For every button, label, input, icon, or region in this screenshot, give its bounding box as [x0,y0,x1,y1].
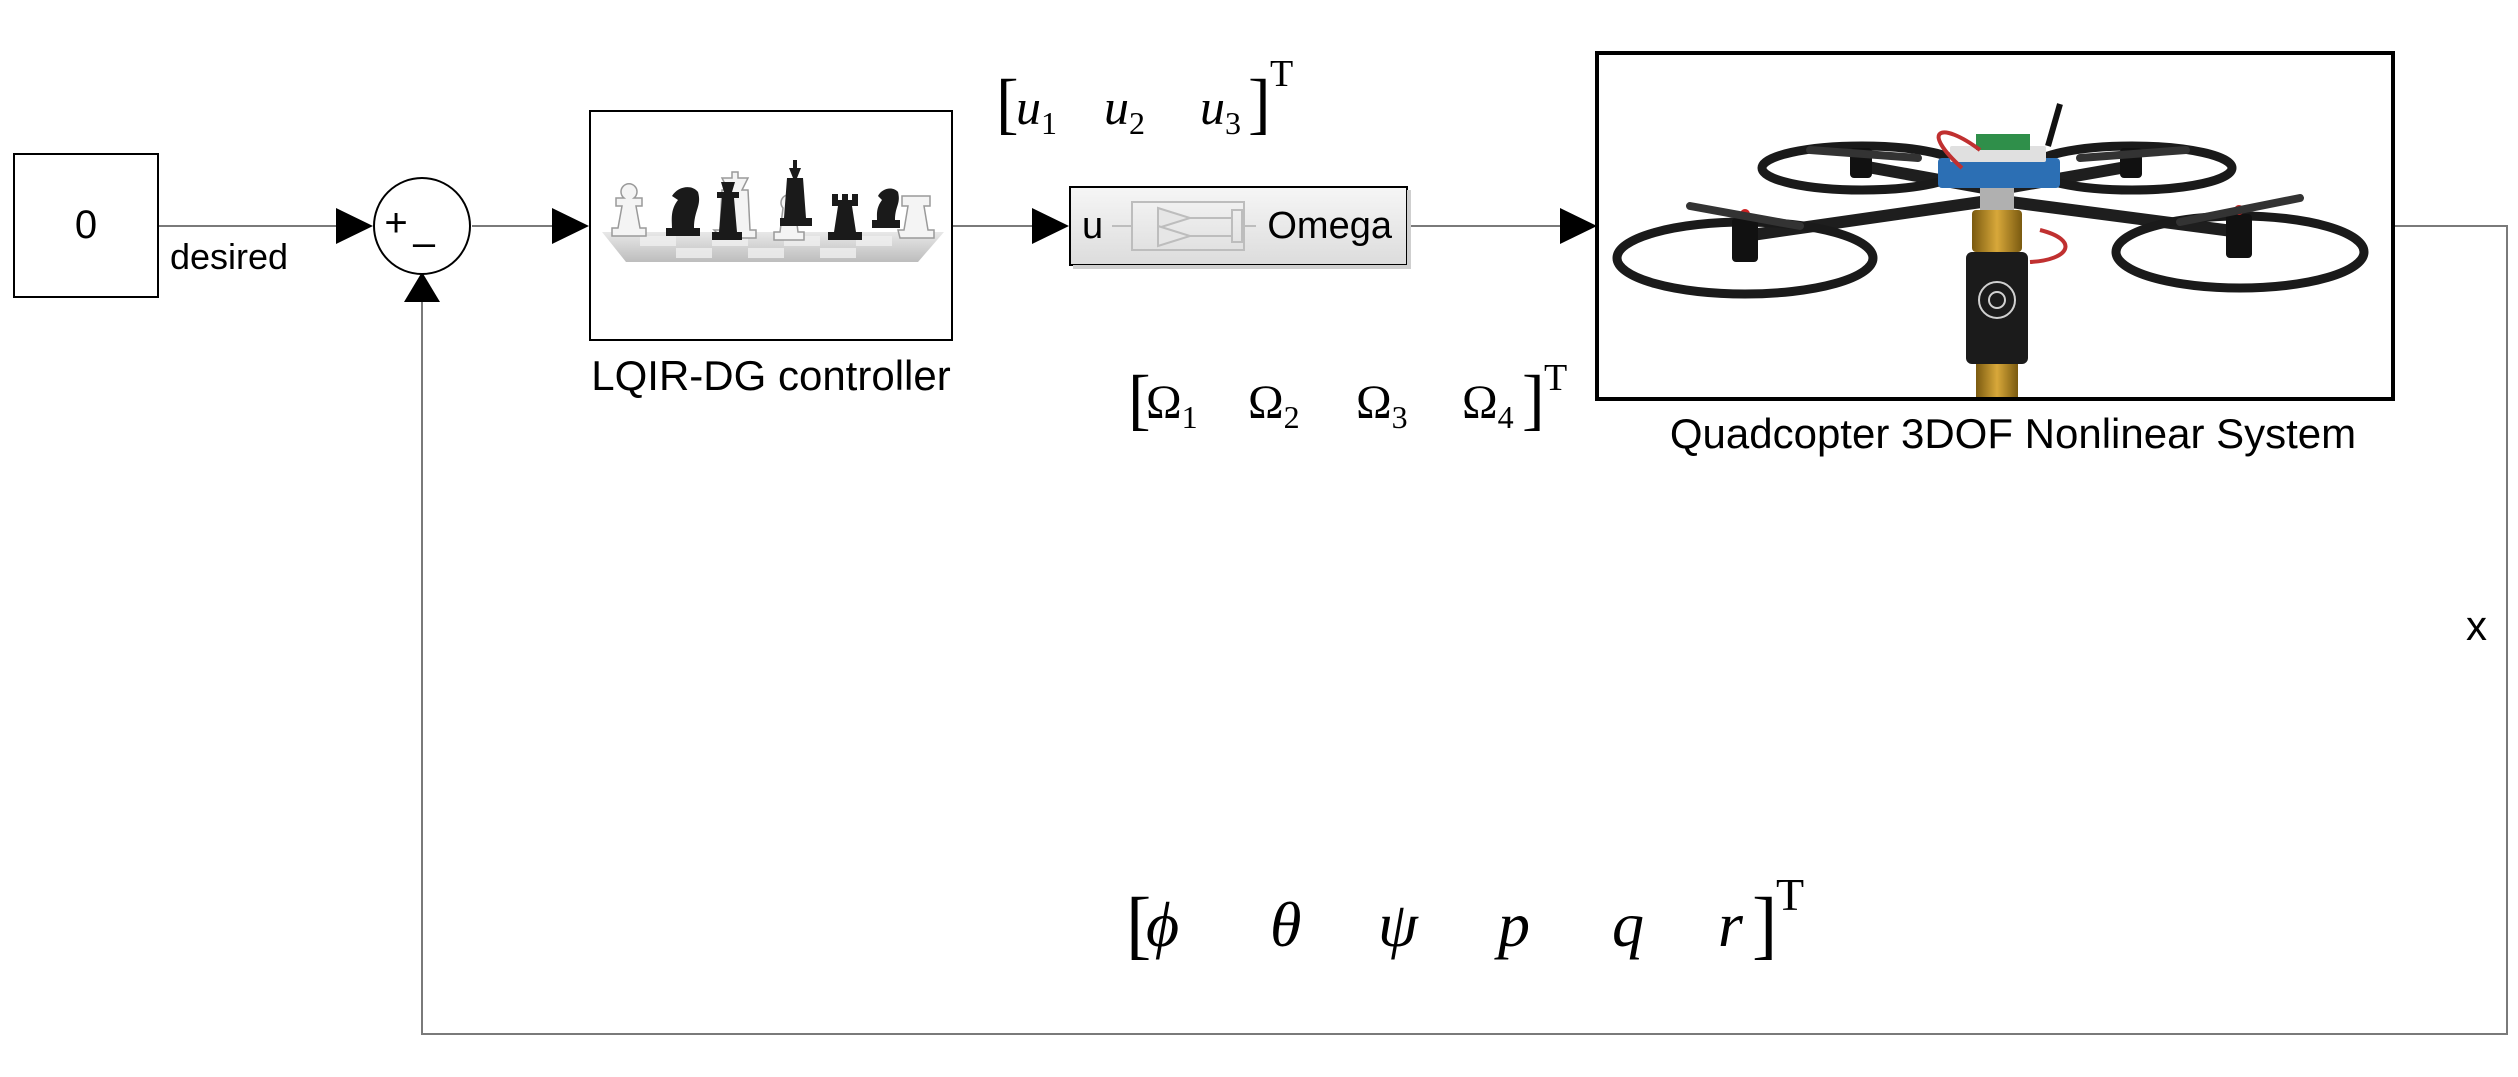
quadcopter-image [1612,103,2369,397]
signal-label-desired: desired [170,236,288,277]
sum-block[interactable]: + – [373,177,471,275]
svg-text:u1: u1 [1016,79,1057,141]
omega-sub-4: 4 [1498,399,1514,435]
state-vector-transpose: T [1776,869,1804,920]
arrow-feedback-into-sum [404,272,440,302]
signal-label-feedback: x [2466,602,2487,649]
control-vector-open-bracket: [ [996,65,1019,141]
omega-vector-transpose: T [1544,357,1567,399]
state-vector-open-bracket: [ [1126,883,1151,967]
sum-minus-sign: – [413,221,436,265]
state-symbol-theta: θ [1270,889,1301,960]
omega-symbol-3: Ω [1356,376,1392,429]
control-sub-2: 2 [1129,105,1145,141]
state-symbol-r: r [1718,889,1744,960]
chess-pieces-image [602,160,944,262]
svg-text:Ω1: Ω1 [1146,376,1198,435]
omega-sub-2: 2 [1284,399,1300,435]
plant-label: Quadcopter 3DOF Nonlinear System [1670,410,2356,457]
svg-text:Ω2: Ω2 [1248,376,1300,435]
state-symbol-p: p [1494,889,1530,960]
arrow-into-sum [336,208,373,244]
constant-value: 0 [75,203,97,247]
svg-text:u2: u2 [1104,79,1145,141]
svg-text:Ω4: Ω4 [1462,376,1514,435]
gain-blocks-icon [1112,201,1256,251]
mixer-output-port: Omega [1267,205,1392,247]
arrow-into-plant [1560,208,1597,244]
control-symbol-1: u [1016,79,1041,135]
control-vector-close-bracket: ] [1248,65,1271,141]
control-sub-3: 3 [1225,105,1241,141]
control-symbol-2: u [1104,79,1129,135]
signal-lines [158,225,2508,1035]
controller-label: LQIR-DG controller [591,352,950,399]
state-vector-close-bracket: ] [1752,883,1777,967]
arrowheads [336,208,1597,302]
control-symbol-3: u [1200,79,1225,135]
constant-block-box[interactable] [13,153,159,298]
omega-vector-equation: [ Ω1 Ω2 Ω3 Ω4 ] T [1128,357,1567,437]
omega-vector-close-bracket: ] [1522,361,1545,437]
omega-symbol-2: Ω [1248,376,1284,429]
omega-vector-open-bracket: [ [1128,361,1151,437]
omega-symbol-4: Ω [1462,376,1498,429]
omega-sub-3: 3 [1392,399,1408,435]
state-symbol-q: q [1612,889,1644,960]
mixer-input-port: u [1082,205,1103,247]
arrow-into-controller [552,208,589,244]
line-feedback-x[interactable] [421,225,2508,1035]
control-sub-1: 1 [1041,105,1057,141]
plant-block[interactable] [1595,51,2395,401]
sum-plus-sign: + [384,201,407,245]
omega-sub-1: 1 [1182,399,1198,435]
constant-block[interactable]: 0 [13,153,159,298]
arrow-into-mixer [1032,208,1069,244]
state-vector-equation: [ ϕ θ ψ p q r ] T [1126,869,1804,967]
control-vector-transpose: T [1270,53,1293,95]
control-vector-equation: [ u1 u2 u3 ] T [996,53,1293,141]
state-symbol-psi: ψ [1378,889,1419,960]
mixer-block-box[interactable] [1069,186,1408,266]
omega-symbol-1: Ω [1146,376,1182,429]
svg-text:u3: u3 [1200,79,1241,141]
svg-text:Ω3: Ω3 [1356,376,1408,435]
sum-circle[interactable] [373,177,471,275]
state-symbol-phi: ϕ [1146,889,1179,960]
controller-block[interactable] [589,110,953,341]
mixer-block[interactable]: u Omega [1069,186,1411,269]
